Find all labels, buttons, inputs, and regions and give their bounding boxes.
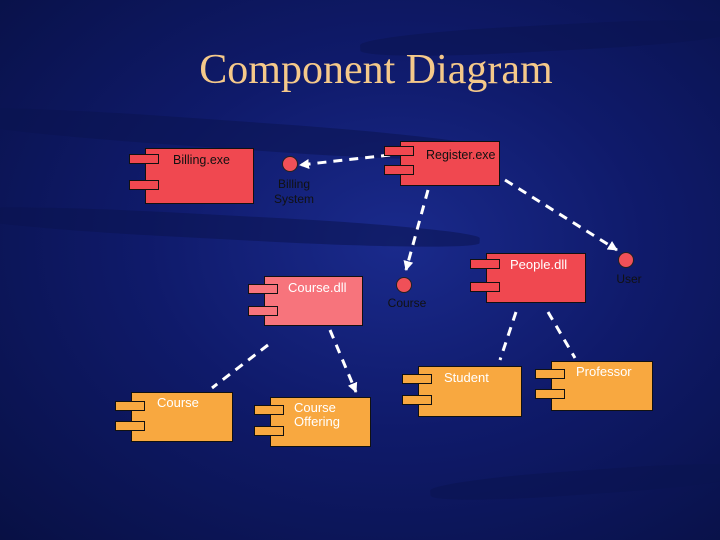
component-course-offering[interactable]: Course Offering (254, 397, 371, 447)
component-tab (384, 146, 414, 156)
component-label: Billing.exe (173, 153, 230, 167)
component-label: People.dll (510, 257, 568, 272)
component-tab (248, 306, 278, 316)
dependency-professor-to-people (546, 311, 577, 359)
component-course[interactable]: Course (115, 392, 233, 442)
component-tab (254, 426, 284, 436)
component-student[interactable]: Student (402, 366, 522, 417)
component-tab (470, 259, 500, 269)
interface-billing-system-label: Billing System (273, 177, 314, 206)
dependency-student-to-people (498, 311, 518, 361)
component-body (418, 366, 522, 417)
component-tab (129, 180, 159, 190)
component-label: Course Offering (294, 400, 341, 430)
component-people-dll[interactable]: People.dll (470, 253, 586, 303)
component-tab (535, 389, 565, 399)
component-body (264, 276, 363, 326)
component-body (131, 392, 233, 442)
component-label: Course.dll (288, 280, 347, 295)
component-tab (248, 284, 278, 294)
component-body (551, 361, 653, 411)
component-body (145, 148, 254, 204)
component-register-exe[interactable]: Register.exe (384, 141, 500, 186)
interface-billing-system-circle[interactable] (282, 156, 298, 172)
component-tab (129, 154, 159, 164)
interface-user-circle[interactable] (618, 252, 634, 268)
component-label: Student (444, 370, 489, 385)
dependency-register-to-billing-system (299, 153, 391, 169)
component-tab (470, 282, 500, 292)
dependency-register-to-course (403, 189, 430, 271)
component-tab (402, 374, 432, 384)
component-label: Course (157, 395, 199, 410)
component-body (270, 397, 371, 447)
component-label: Register.exe (426, 148, 496, 162)
component-course-dll[interactable]: Course.dll (248, 276, 363, 326)
interface-course-label: Course (387, 296, 427, 310)
component-tab (535, 369, 565, 379)
interface-course-circle[interactable] (396, 277, 412, 293)
component-label: Professor (576, 364, 632, 379)
dependency-course-to-course-dll (211, 343, 269, 390)
component-tab (115, 421, 145, 431)
component-billing-exe[interactable]: Billing.exe (129, 148, 254, 204)
component-tab (384, 165, 414, 175)
component-tab (115, 401, 145, 411)
page-title: Component Diagram (199, 47, 553, 93)
interface-user-label: User (616, 272, 642, 286)
dependency-register-to-user (504, 178, 618, 252)
component-body (400, 141, 500, 186)
component-tab (402, 395, 432, 405)
component-body (486, 253, 586, 303)
component-professor[interactable]: Professor (535, 361, 653, 411)
dependency-course-offering-to-course-dll (328, 329, 358, 393)
component-tab (254, 405, 284, 415)
